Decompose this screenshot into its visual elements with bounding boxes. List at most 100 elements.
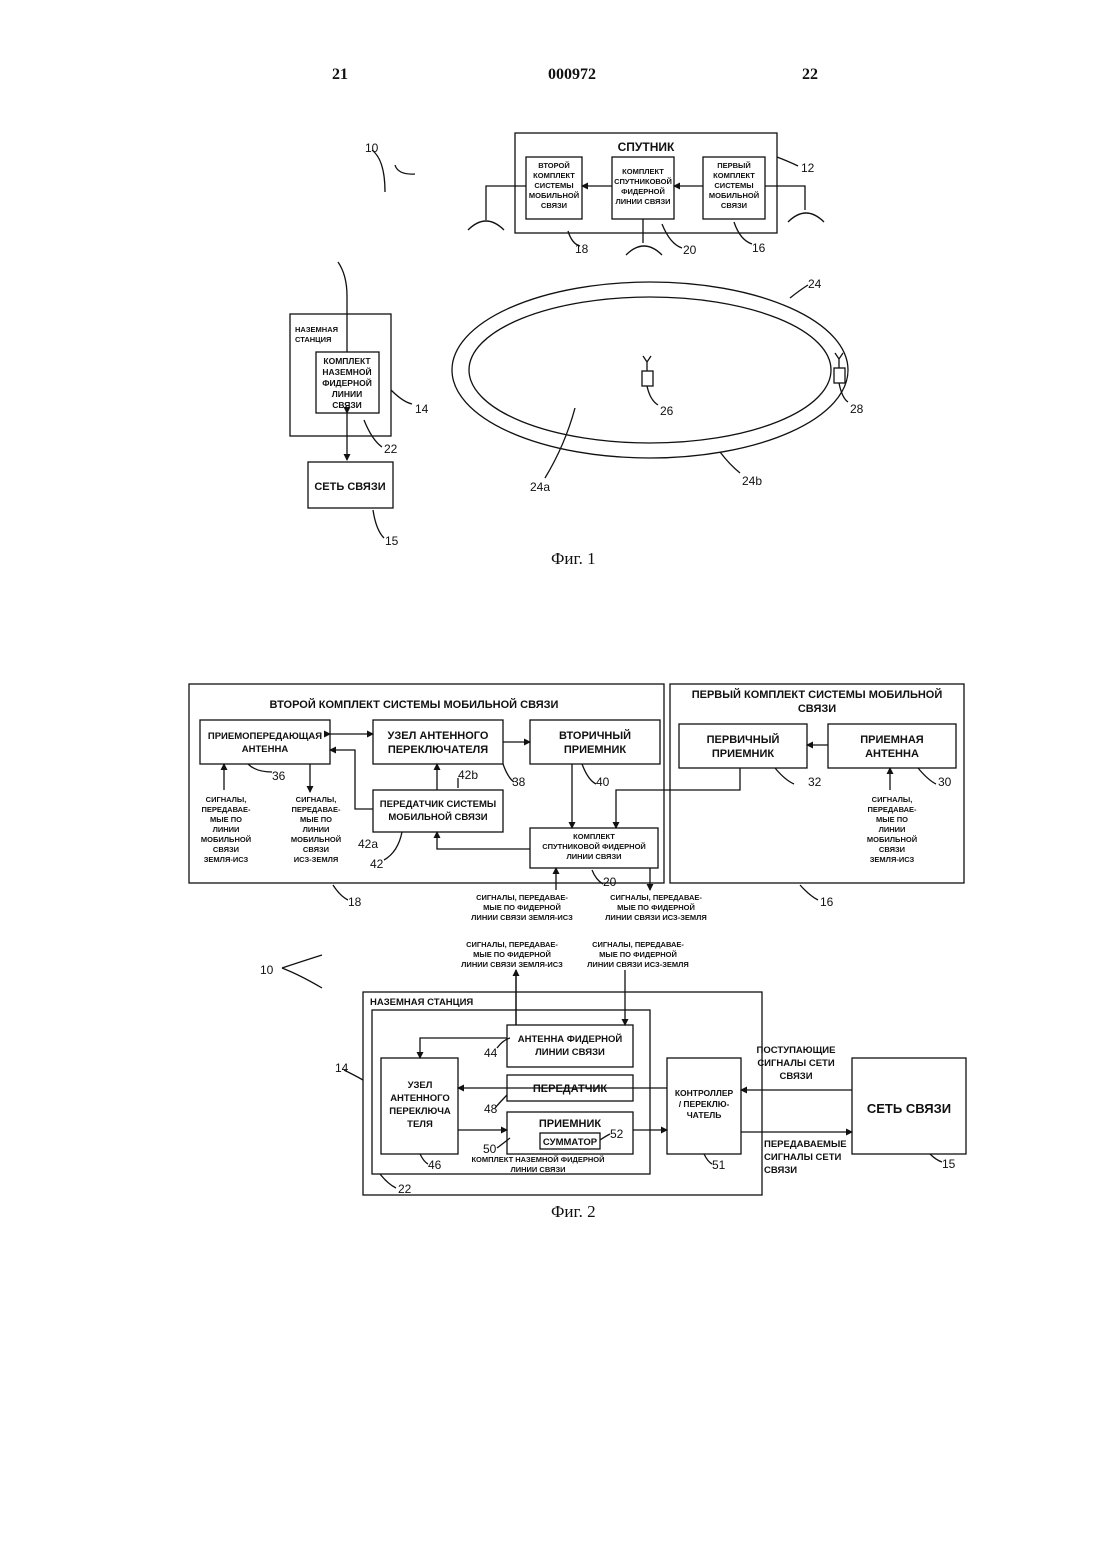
- arrow: [437, 832, 530, 849]
- first-kit-title: ПЕРВЫЙ КОМПЛЕКТ СИСТЕМЫ МОБИЛЬНОЙСВЯЗИ: [692, 688, 943, 715]
- feeder-antenna-label: АНТЕННА ФИДЕРНОЙЛИНИИ СВЯЗИ: [518, 1033, 623, 1058]
- ref-leader: [720, 452, 740, 473]
- network-label: СЕТЬ СВЯЗИ: [314, 481, 385, 493]
- ref-44: 44: [484, 1046, 498, 1060]
- satellite-title: СПУТНИК: [618, 140, 675, 154]
- antenna-switch-label: УЗЕЛ АНТЕННОГОПЕРЕКЛЮЧАТЕЛЯ: [388, 730, 489, 756]
- ref-36: 36: [272, 769, 286, 783]
- ref-38: 38: [512, 775, 526, 789]
- ref-10: 10: [260, 963, 274, 977]
- ref-52: 52: [610, 1127, 624, 1141]
- ref-50: 50: [483, 1142, 497, 1156]
- secondary-receiver-box: [530, 720, 660, 764]
- ref-leader: [545, 408, 575, 478]
- incoming-signals: ПОСТУПАЮЩИЕСИГНАЛЫ СЕТИСВЯЗИ: [757, 1045, 836, 1082]
- ref-14: 14: [415, 402, 429, 416]
- ref-leader: [497, 1138, 510, 1148]
- ref-24: 24: [808, 277, 822, 291]
- ref-leader: [775, 768, 794, 784]
- ref-24b: 24b: [742, 474, 762, 488]
- sat-feeder-kit-label: КОМПЛЕКТСПУТНИКОВОЙ ФИДЕРНОЙЛИНИИ СВЯЗИ: [542, 832, 646, 861]
- feeder-signals-uplink-ground: СИГНАЛЫ, ПЕРЕДАВАЕ-МЫЕ ПО ФИДЕРНОЙЛИНИИ …: [461, 940, 563, 969]
- ref-24a: 24a: [530, 480, 550, 494]
- secondary-receiver-label: ВТОРИЧНЫЙПРИЕМНИК: [559, 729, 631, 756]
- ground-switch-label: УЗЕЛАНТЕННОГОПЕРЕКЛЮЧАТЕЛЯ: [389, 1080, 451, 1130]
- signals-uplink-mobile: СИГНАЛЫ,ПЕРЕДАВАЕ-МЫЕ ПОЛИНИИМОБИЛЬНОЙСВ…: [201, 795, 251, 864]
- ref-48: 48: [484, 1102, 498, 1116]
- ref-leader: [600, 1134, 610, 1140]
- feeder-signals-uplink-top: СИГНАЛЫ, ПЕРЕДАВАЕ-МЫЕ ПО ФИДЕРНОЙЛИНИИ …: [471, 893, 573, 922]
- ref-leader: [364, 420, 382, 447]
- terminal-antenna: [835, 353, 843, 368]
- coverage-outer: [452, 282, 848, 458]
- ref-leader: [790, 285, 808, 298]
- ref-leader: [800, 885, 818, 900]
- antenna-feed: [765, 186, 805, 210]
- user-terminal: [834, 368, 845, 383]
- fig2-caption: Фиг. 2: [551, 1202, 596, 1222]
- ref-leader: [391, 390, 412, 404]
- ref-leader: [373, 510, 384, 538]
- transceive-antenna-label: ПРИЕМОПЕРЕДАЮЩАЯАНТЕННА: [208, 731, 322, 755]
- feeder-signals-downlink-ground: СИГНАЛЫ, ПЕРЕДАВАЕ-МЫЕ ПО ФИДЕРНОЙЛИНИИ …: [587, 940, 689, 969]
- antenna-icon: [338, 262, 347, 296]
- ref-18: 18: [575, 242, 589, 256]
- ground-station-title: НАЗЕМНАЯСТАНЦИЯ: [295, 325, 338, 344]
- ref-leader: [918, 768, 936, 784]
- ref-14: 14: [335, 1061, 349, 1075]
- arrow: [330, 750, 373, 809]
- ref-leader: [704, 1154, 712, 1164]
- second-kit-label: ВТОРОЙКОМПЛЕКТСИСТЕМЫМОБИЛЬНОЙСВЯЗИ: [529, 161, 579, 210]
- ref-28: 28: [850, 402, 864, 416]
- first-kit-label: ПЕРВЫЙКОМПЛЕКТСИСТЕМЫМОБИЛЬНОЙСВЯЗИ: [709, 161, 759, 210]
- fig1-text: СПУТНИК ВТОРОЙКОМПЛЕКТСИСТЕМЫМОБИЛЬНОЙСВ…: [295, 140, 864, 548]
- ref-22: 22: [398, 1182, 412, 1196]
- ref-18: 18: [348, 895, 362, 909]
- fig1-caption: Фиг. 1: [551, 549, 596, 569]
- ref-leader: [248, 764, 272, 772]
- ref-leader: [662, 224, 682, 248]
- ref-leader: [333, 885, 348, 900]
- ref-42: 42: [370, 857, 384, 871]
- feeder-signals-downlink-top: СИГНАЛЫ, ПЕРЕДАВАЕ-МЫЕ ПО ФИДЕРНОЙЛИНИИ …: [605, 893, 707, 922]
- ref-22: 22: [384, 442, 398, 456]
- ref-leader: [372, 150, 385, 192]
- ref-46: 46: [428, 1158, 442, 1172]
- antenna-switch-box: [373, 720, 503, 764]
- ref-leader: [395, 165, 415, 174]
- feeder-antenna-box: [507, 1025, 633, 1067]
- ref-20: 20: [683, 243, 697, 257]
- ref-16: 16: [820, 895, 834, 909]
- ref-30: 30: [938, 775, 952, 789]
- ref-leader: [777, 157, 798, 166]
- ref-20: 20: [603, 875, 617, 889]
- antenna-icon: [468, 221, 504, 230]
- mobile-transmitter-label: ПЕРЕДАТЧИК СИСТЕМЫМОБИЛЬНОЙ СВЯЗИ: [380, 799, 496, 823]
- receiver-label: ПРИЕМНИК: [539, 1118, 601, 1130]
- ref-42a: 42a: [358, 837, 378, 851]
- signals-uplink-mobile-first: СИГНАЛЫ,ПЕРЕДАВАЕ-МЫЕ ПОЛИНИИМОБИЛЬНОЙСВ…: [867, 795, 917, 864]
- ref-leader: [592, 870, 603, 884]
- antenna-icon: [626, 246, 662, 255]
- outgoing-signals: ПЕРЕДАВАЕМЫЕСИГНАЛЫ СЕТИСВЯЗИ: [764, 1139, 847, 1176]
- ref-26: 26: [660, 404, 674, 418]
- ref-leader: [282, 955, 322, 968]
- coverage-inner: [469, 297, 831, 443]
- ref-leader: [384, 832, 402, 860]
- ref-51: 51: [712, 1158, 726, 1172]
- ground-feeder-kit-label: КОМПЛЕКТ НАЗЕМНОЙ ФИДЕРНОЙЛИНИИ СВЯЗИ: [471, 1155, 604, 1174]
- ref-15: 15: [385, 534, 399, 548]
- receive-antenna-label: ПРИЕМНАЯАНТЕННА: [860, 734, 924, 760]
- ref-leader: [497, 1038, 510, 1048]
- ref-leader: [930, 1154, 942, 1162]
- primary-receiver-label: ПЕРВИЧНЫЙПРИЕМНИК: [707, 733, 780, 760]
- ref-32: 32: [808, 775, 822, 789]
- primary-receiver-box: [679, 724, 807, 768]
- combiner-label: СУММАТОР: [543, 1137, 598, 1148]
- ground-feeder-label: КОМПЛЕКТНАЗЕМНОЙФИДЕРНОЙЛИНИИСВЯЗИ: [322, 356, 372, 410]
- ref-leader: [420, 1154, 428, 1164]
- transceive-antenna-box: [200, 720, 330, 764]
- ref-leader: [647, 386, 658, 405]
- sat-feeder-label: КОМПЛЕКТСПУТНИКОВОЙФИДЕРНОЙЛИНИИ СВЯЗИ: [614, 167, 672, 206]
